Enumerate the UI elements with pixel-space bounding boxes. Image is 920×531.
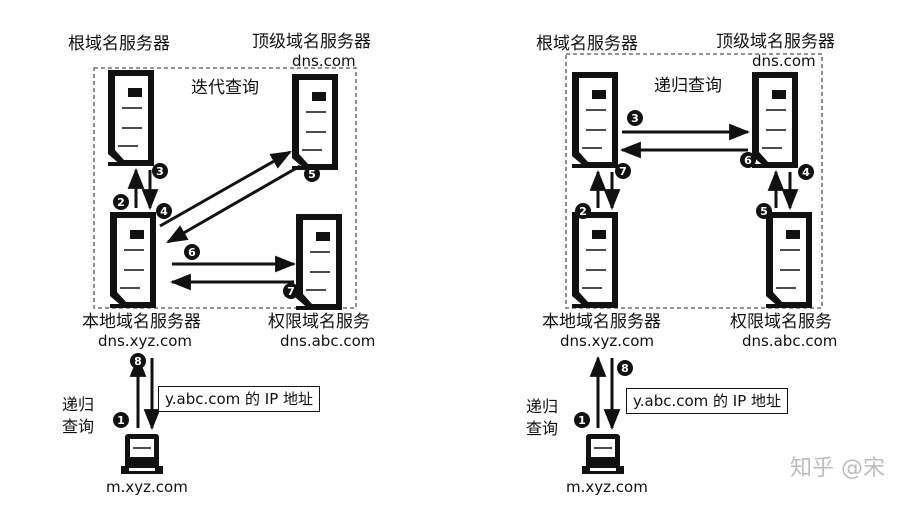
- step-5-label: 5: [308, 168, 316, 181]
- client-query-label: 递归 查询: [62, 394, 94, 438]
- local-domain-label: dns.xyz.com: [560, 332, 655, 350]
- step-8-label: 8: [134, 355, 142, 368]
- step-6-label: 6: [188, 246, 196, 259]
- arrow-step-5: [166, 164, 301, 244]
- tld-domain-label: dns.com: [292, 52, 356, 70]
- tld-server-label: 顶级域名服务器: [252, 32, 371, 52]
- tld-server-icon: [291, 73, 339, 171]
- tld-server-label: 顶级域名服务器: [716, 32, 835, 52]
- answer-box: y.abc.com 的 IP 地址: [158, 386, 321, 412]
- iterative-diagram: 2 3 4 5 6 7 8 1: [93, 67, 357, 475]
- client-query-label: 递归 查询: [526, 396, 558, 440]
- auth-server-label: 权限域名服务: [730, 312, 832, 332]
- auth-server-label: 权限域名服务: [268, 312, 370, 332]
- step-2-label: 2: [117, 196, 125, 209]
- step-2-label: 2: [579, 205, 587, 218]
- local-server-icon: [109, 211, 157, 309]
- dns-zone-boundary: [565, 53, 823, 309]
- auth-domain-label: dns.abc.com: [280, 332, 376, 350]
- tld-domain-label: dns.com: [752, 52, 816, 70]
- client-query-line2: 查询: [62, 417, 95, 436]
- auth-server-icon: [295, 213, 343, 311]
- client-icon: [581, 433, 625, 475]
- step-3-label: 3: [156, 165, 164, 178]
- root-server-label: 根域名服务器: [68, 34, 170, 54]
- client-query-line1: 递归: [62, 395, 95, 414]
- watermark: 知乎 @宋: [790, 456, 885, 481]
- dns-zone-boundary: [93, 67, 357, 309]
- step-5-label: 5: [760, 205, 768, 218]
- root-server-icon: [571, 71, 619, 169]
- step-6-label: 6: [744, 154, 752, 167]
- arrow-step-4: [159, 150, 292, 228]
- tld-server-icon: [751, 71, 799, 169]
- step-7-label: 7: [287, 285, 295, 298]
- root-server-icon: [107, 69, 155, 167]
- local-server-label: 本地域名服务器: [82, 312, 201, 332]
- step-1-label: 1: [117, 414, 125, 427]
- step-markers: 2 3 4 5 6 7 8 1: [113, 163, 320, 428]
- query-mode-label: 递归查询: [654, 76, 722, 96]
- step-4-label: 4: [160, 205, 168, 218]
- step-1-label: 1: [578, 414, 586, 427]
- root-server-label: 根域名服务器: [536, 34, 638, 54]
- auth-server-icon: [765, 211, 813, 309]
- step-markers: 2 3 4 5 6 7 8 1: [574, 110, 814, 428]
- query-mode-label: 迭代查询: [191, 78, 259, 98]
- local-server-icon: [571, 211, 619, 309]
- answer-box: y.abc.com 的 IP 地址: [626, 388, 789, 414]
- step-4-label: 4: [802, 166, 810, 179]
- auth-domain-label: dns.abc.com: [742, 332, 838, 350]
- step-7-label: 7: [619, 165, 627, 178]
- client-query-line1: 递归: [526, 397, 559, 416]
- local-domain-label: dns.xyz.com: [98, 332, 193, 350]
- step-8-label: 8: [621, 362, 629, 375]
- client-query-line2: 查询: [526, 419, 559, 438]
- recursive-diagram: 2 3 4 5 6 7 8 1: [565, 53, 823, 475]
- step-3-label: 3: [631, 112, 639, 125]
- local-server-label: 本地域名服务器: [542, 312, 661, 332]
- client-domain-label: m.xyz.com: [106, 478, 188, 496]
- client-icon: [120, 433, 164, 475]
- client-domain-label: m.xyz.com: [566, 478, 648, 496]
